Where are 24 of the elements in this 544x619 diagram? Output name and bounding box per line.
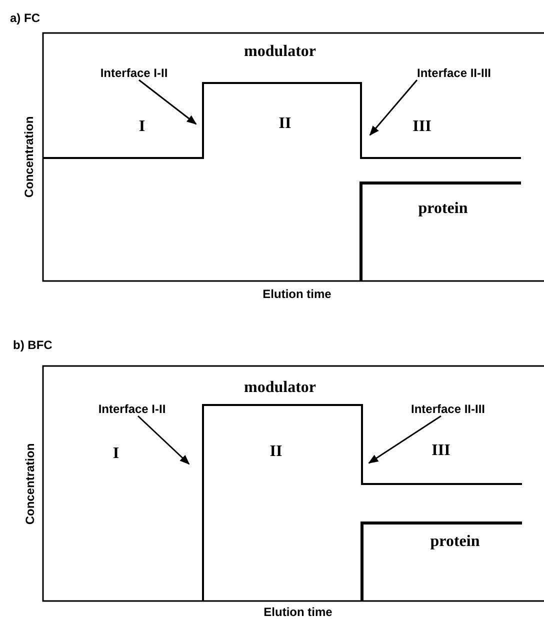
panel-title: b) BFC — [13, 339, 52, 351]
leader-arrow — [138, 79, 197, 125]
axis-title: Concentration — [24, 443, 36, 525]
region-label: II — [270, 444, 282, 460]
interface-label: Interface II-III — [416, 67, 492, 79]
leader-arrow — [137, 415, 190, 465]
curve-label: modulator — [244, 44, 316, 60]
region-label: III — [432, 443, 450, 459]
region-label: I — [138, 119, 146, 135]
axis-title: Elution time — [264, 606, 332, 618]
leader-arrow — [368, 415, 442, 464]
axis-title: Concentration — [23, 116, 35, 198]
region-label: I — [112, 446, 120, 462]
interface-label: Interface I-II — [98, 403, 166, 415]
curve-label: modulator — [244, 380, 316, 396]
region-label: III — [412, 119, 432, 135]
axis-title: Elution time — [262, 288, 332, 300]
leader-arrow — [369, 80, 418, 136]
curve-label: protein — [418, 201, 468, 217]
region-label: II — [278, 116, 292, 132]
interface-label: Interface II-III — [410, 403, 486, 415]
interface-label: Interface I-II — [100, 67, 168, 79]
panel-title: a) FC — [10, 12, 40, 24]
curve-label: protein — [430, 534, 480, 550]
